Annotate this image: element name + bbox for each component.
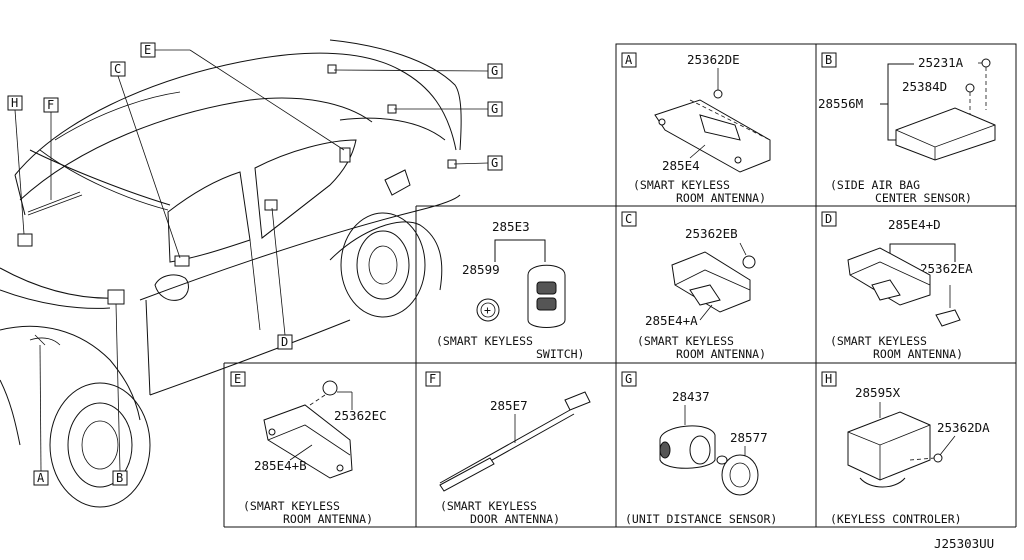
part-285E4-D: 285E4+D: [888, 217, 941, 232]
svg-text:ROOM ANTENNA): ROOM ANTENNA): [873, 347, 963, 361]
part-25362EC: 25362EC: [334, 408, 387, 423]
svg-text:(KEYLESS CONTROLER): (KEYLESS CONTROLER): [830, 512, 962, 526]
panel-E-letter: E: [234, 372, 241, 386]
svg-text:ROOM ANTENNA): ROOM ANTENNA): [676, 347, 766, 361]
screw-icon: [713, 89, 723, 99]
part-285E4: 285E4: [662, 158, 700, 173]
part-28556M: 28556M: [818, 96, 863, 111]
door-antenna-icon: [439, 409, 571, 484]
svg-text:A: A: [37, 471, 45, 485]
svg-text:ROOM ANTENNA): ROOM ANTENNA): [283, 512, 373, 526]
screw-icon: [933, 453, 943, 463]
part-25362EB: 25362EB: [685, 226, 738, 241]
svg-text:(SMART KEYLESS: (SMART KEYLESS: [440, 499, 537, 513]
car-callout-B: B: [112, 303, 128, 486]
part-28595X: 28595X: [855, 385, 901, 400]
clip-icon: [322, 380, 338, 396]
car-callout-F: F: [43, 97, 59, 200]
part-285E4-B: 285E4+B: [254, 458, 307, 473]
panel-A-letter: A: [625, 53, 633, 67]
part-25362DE: 25362DE: [687, 52, 740, 67]
svg-text:C: C: [114, 62, 121, 76]
car-callout-A: A: [33, 344, 49, 486]
clip-icon: [742, 255, 756, 269]
sensor-bezel-icon: [721, 454, 759, 496]
panel-C: C 25362EB 285E4+A (SMART KEYLESS ROOM AN…: [621, 211, 766, 361]
svg-text:ROOM ANTENNA): ROOM ANTENNA): [676, 191, 766, 205]
svg-text:G: G: [491, 102, 498, 116]
clip-icon: [935, 309, 961, 327]
panel-C-letter: C: [625, 212, 632, 226]
key-fob-icon: [527, 264, 566, 328]
svg-text:+: +: [484, 303, 491, 317]
panel-G: G 28437 28577 (UNIT DISTANCE SENSOR): [621, 371, 777, 526]
part-28577: 28577: [730, 430, 768, 445]
panel-H-letter: H: [825, 372, 832, 386]
nut-icon: [965, 83, 975, 93]
part-28437: 28437: [672, 389, 710, 404]
diagram-ref-code: J25303UU: [934, 536, 994, 551]
svg-text:B: B: [116, 471, 123, 485]
car-callout-G1: G: [333, 63, 503, 79]
svg-text:SWITCH): SWITCH): [536, 347, 584, 361]
panel-D: D 285E4+D 25362EA (SMART KEYLESS ROOM AN…: [821, 211, 973, 361]
part-25362DA: 25362DA: [937, 420, 990, 435]
panel-grid: [223, 43, 1017, 528]
panel-B: B 25231A 25384D 28556M (SIDE AIR BAG CEN…: [818, 52, 996, 205]
svg-text:(SMART KEYLESS: (SMART KEYLESS: [633, 178, 730, 192]
svg-text:DOOR ANTENNA): DOOR ANTENNA): [470, 512, 560, 526]
svg-text:(SMART KEYLESS: (SMART KEYLESS: [637, 334, 734, 348]
svg-text:E: E: [144, 43, 151, 57]
svg-text:(SMART KEYLESS: (SMART KEYLESS: [830, 334, 927, 348]
antenna-unit-icon: [671, 251, 751, 313]
panel-G-letter: G: [625, 372, 632, 386]
svg-text:F: F: [47, 98, 54, 112]
svg-text:(SMART KEYLESS: (SMART KEYLESS: [436, 334, 533, 348]
part-285E3: 285E3: [492, 219, 530, 234]
car-callout-H: H: [7, 95, 25, 235]
car-callout-C: C: [110, 61, 181, 259]
car-callout-E: E: [140, 42, 345, 151]
part-28599: 28599: [462, 262, 500, 277]
panel-F: F 285E7 (SMART KEYLESS DOOR ANTENNA): [425, 371, 591, 526]
svg-text:(SMART KEYLESS: (SMART KEYLESS: [243, 499, 340, 513]
panel-F-letter: F: [429, 372, 436, 386]
panel-A: A 25362DE 285E4 (SMART KEYLESS ROOM ANTE…: [621, 52, 771, 205]
part-285E4-A: 285E4+A: [645, 313, 698, 328]
svg-text:CENTER SENSOR): CENTER SENSOR): [875, 191, 972, 205]
car-callout-G2: G: [394, 101, 503, 117]
svg-text:H: H: [11, 96, 18, 110]
part-25384D: 25384D: [902, 79, 947, 94]
car-callout-D: D: [271, 207, 293, 350]
panel-switch: 285E3 28599 + (SMART KEYLESS SWITCH): [436, 219, 584, 361]
part-285E7: 285E7: [490, 398, 528, 413]
part-25231A: 25231A: [918, 55, 964, 70]
svg-text:(UNIT DISTANCE SENSOR): (UNIT DISTANCE SENSOR): [625, 512, 777, 526]
panel-E: E 25362EC 285E4+B (SMART KEYLESS ROOM AN…: [230, 371, 387, 526]
svg-text:(SIDE AIR BAG: (SIDE AIR BAG: [830, 178, 920, 192]
part-25362EA: 25362EA: [920, 261, 973, 276]
panel-D-letter: D: [825, 212, 832, 226]
antenna-bracket-icon: [654, 99, 771, 173]
svg-text:G: G: [491, 156, 498, 170]
svg-text:D: D: [281, 335, 288, 349]
car-illustration: [0, 39, 462, 508]
battery-icon: [476, 298, 500, 322]
car-callout-G3: G: [453, 155, 503, 171]
airbag-sensor-icon: [895, 107, 996, 161]
keyless-controller-icon: [847, 411, 931, 481]
svg-text:G: G: [491, 64, 498, 78]
panel-B-letter: B: [825, 53, 832, 67]
panel-H: H 28595X 25362DA (KEYLESS CONTROLER): [821, 371, 990, 526]
bolt-icon: [981, 58, 991, 68]
